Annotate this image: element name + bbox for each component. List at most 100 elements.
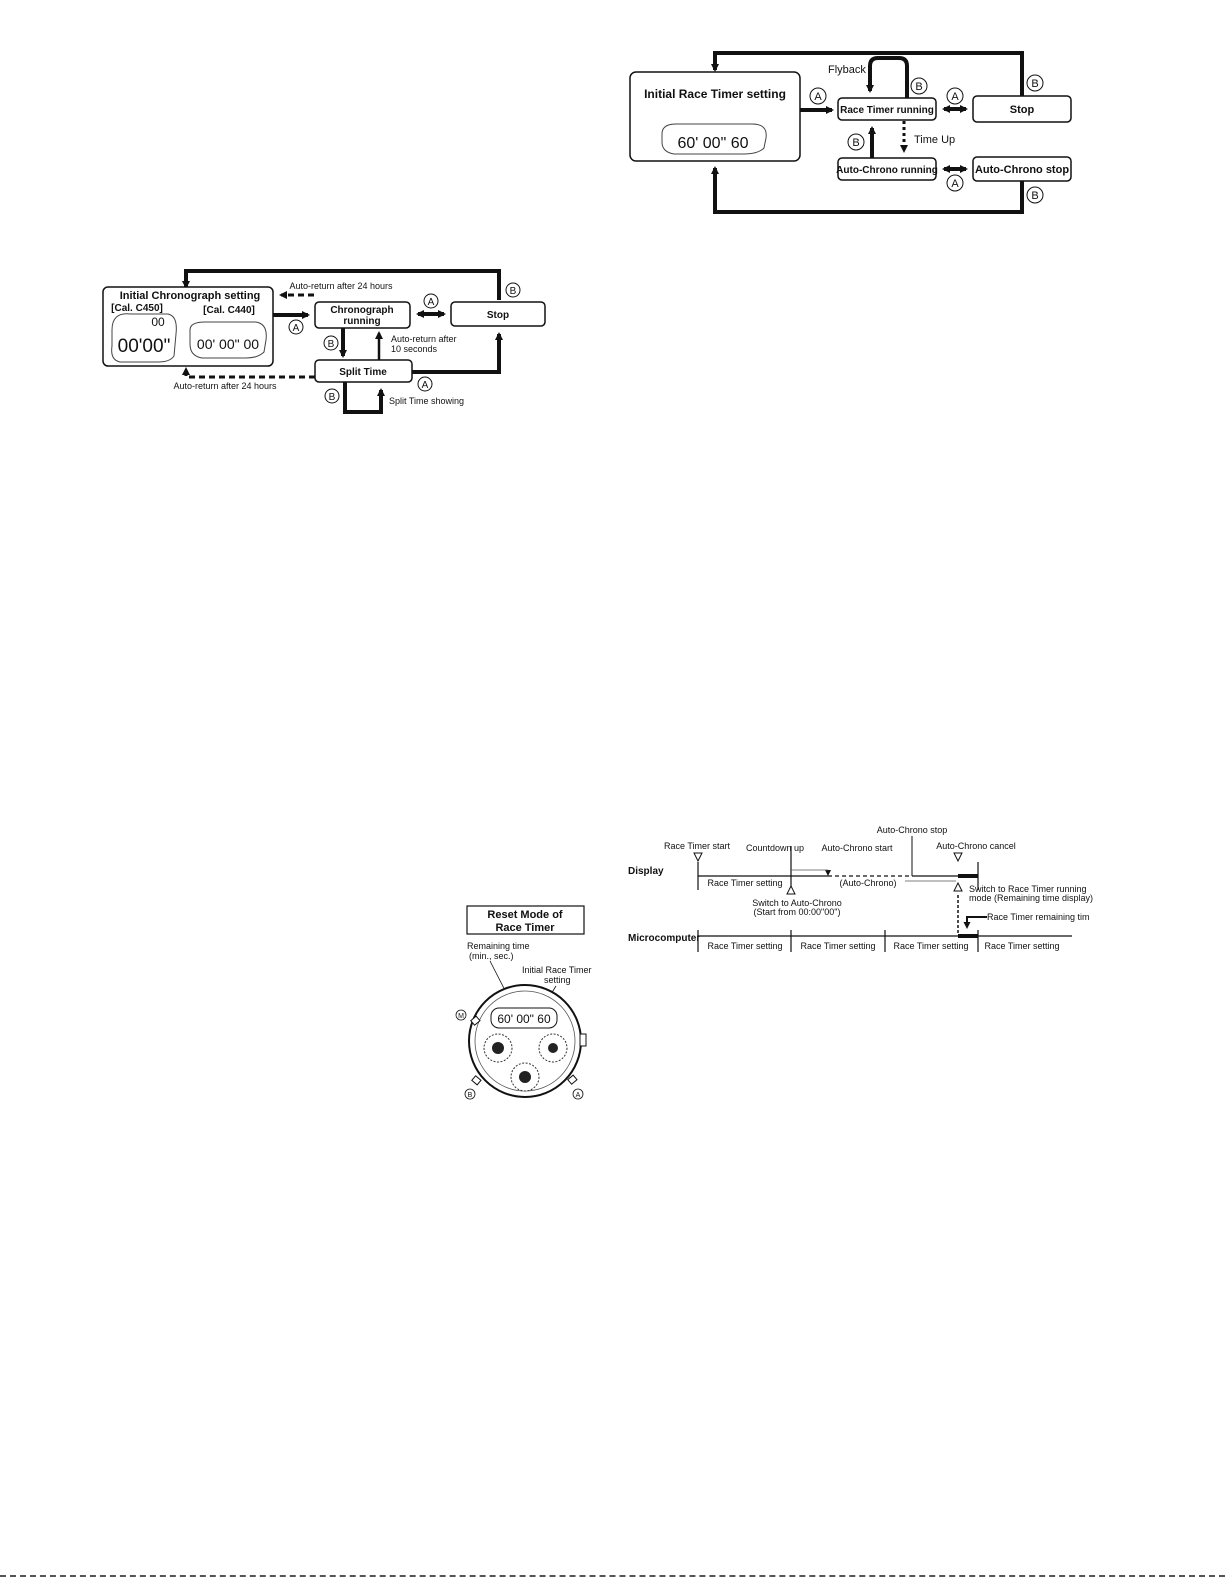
time-up-label: Time Up xyxy=(914,134,955,146)
autochrono-stop-to-initial-arrow xyxy=(711,166,1024,214)
remaining-time-label: Race Timer remaining tim xyxy=(987,912,1090,922)
bottom-subdial-center xyxy=(519,1071,531,1083)
stop-box xyxy=(972,95,1072,123)
c450-lcd-frame xyxy=(111,313,177,363)
auto-chrono-stop-label: Auto-Chrono stop xyxy=(975,164,1069,176)
stop-to-initial-arrow xyxy=(711,51,1024,96)
race-lcd: 60' 00" 60 xyxy=(677,135,748,152)
race-timer-running-box xyxy=(837,97,937,121)
auto-chrono-stop-label: Auto-Chrono stop xyxy=(877,825,948,835)
auto-chrono-cancel-marker xyxy=(953,852,963,863)
timeline-diagram: Display Microcomputer Race Timer start C… xyxy=(628,825,1093,952)
auto-return-10s-l1: Auto-return after xyxy=(391,334,457,344)
split-time-showing: Split Time showing xyxy=(389,396,464,406)
chrono-running-l1: Chronograph xyxy=(330,305,393,316)
cal-c450-label: [Cal. C450] xyxy=(111,303,163,314)
flyback-label: Flyback xyxy=(828,64,866,76)
auto-return-24h-bottom: Auto-return after 24 hours xyxy=(173,381,277,391)
button-a-label: A xyxy=(951,178,959,190)
button-b-label: B xyxy=(510,286,517,297)
button-b-label: B xyxy=(329,392,336,403)
micro-seg-3: Race Timer setting xyxy=(893,941,968,951)
c440-lcd: 00' 00" 00 xyxy=(197,336,259,352)
split-time-label: Split Time xyxy=(339,367,387,378)
button-a-label: A xyxy=(814,91,822,103)
chrono-running-l2: running xyxy=(343,316,380,327)
c440-lcd-frame xyxy=(189,321,267,359)
button-m-label: M xyxy=(458,1013,464,1020)
auto-return-24h-top: Auto-return after 24 hours xyxy=(289,281,393,291)
micro-seg-1: Race Timer setting xyxy=(707,941,782,951)
button-b[interactable] xyxy=(471,1075,482,1086)
auto-chrono-start-marker xyxy=(825,870,831,876)
auto-chrono-running-label: Auto-Chrono running xyxy=(836,165,938,176)
stop-label: Stop xyxy=(1010,104,1035,116)
split-loop-arrow xyxy=(343,382,385,414)
button-a-label: A xyxy=(422,380,429,391)
button-b-label: B xyxy=(852,137,859,149)
button-m[interactable] xyxy=(470,1015,481,1026)
button-b-label: B xyxy=(1031,190,1038,202)
auto-chrono-start-label: Auto-Chrono start xyxy=(821,843,893,853)
initial-race-title: Initial Race Timer setting xyxy=(644,87,786,101)
initial-setting-l1: Initial Race Timer xyxy=(522,965,592,975)
cal-c440-label: [Cal. C440] xyxy=(203,305,255,316)
button-a-label: A xyxy=(428,297,435,308)
c450-lcd-top: 00 xyxy=(151,315,165,329)
auto-chrono-cancel-label: Auto-Chrono cancel xyxy=(936,841,1016,851)
remaining-time-l2: (min., sec.) xyxy=(469,951,514,961)
micro-seg-2: Race Timer setting xyxy=(800,941,875,951)
left-subdial-center xyxy=(492,1042,504,1054)
button-a-label: A xyxy=(576,1092,581,1099)
microcomputer-row-label: Microcomputer xyxy=(628,933,700,944)
race-running-label: Race Timer running xyxy=(840,105,934,116)
display-row-label: Display xyxy=(628,866,664,877)
stop-to-initial-arrow xyxy=(182,269,501,300)
button-b-label: B xyxy=(1031,78,1038,90)
race-timer-start-marker xyxy=(693,852,703,863)
reset-mode-title-l1: Reset Mode of xyxy=(487,909,563,921)
remaining-time-arrow xyxy=(963,916,987,929)
watch-lcd-frame xyxy=(490,1007,558,1029)
button-b-label: B xyxy=(915,81,922,93)
button-a-label: A xyxy=(951,91,959,103)
split-to-stop-arrow xyxy=(412,332,503,374)
chronograph-running-box xyxy=(314,301,411,329)
auto-return-bottom-arrow xyxy=(182,367,315,379)
watch-crown xyxy=(579,1033,587,1047)
race-timer-state-diagram: B Initial Race Timer setting 60' 00" 60 … xyxy=(629,51,1072,214)
button-a[interactable] xyxy=(567,1074,578,1085)
button-b-label: B xyxy=(328,339,335,350)
switch-auto-marker xyxy=(786,884,796,895)
display-race-setting-label: Race Timer setting xyxy=(707,878,782,888)
bottom-cut-line xyxy=(0,1575,1225,1577)
switch-auto-l1: Switch to Auto-Chrono xyxy=(752,898,842,908)
switch-race-l1: Switch to Race Timer running xyxy=(969,884,1087,894)
race-lcd-frame xyxy=(661,123,767,155)
initial-setting-l2: setting xyxy=(544,975,571,985)
display-auto-chrono-label: (Auto-Chrono) xyxy=(839,878,896,888)
switch-race-l2: mode (Remaining time display) xyxy=(969,893,1093,903)
reset-mode-watch-figure: Reset Mode of Race Timer Remaining time … xyxy=(455,905,592,1100)
watch-lcd: 60' 00" 60 xyxy=(497,1012,551,1026)
button-a-label: A xyxy=(293,323,300,334)
stop-box xyxy=(450,301,546,327)
auto-chrono-running-box xyxy=(837,157,937,181)
stop-label: Stop xyxy=(487,310,509,321)
switch-auto-l2: (Start from 00:00"00") xyxy=(754,907,841,917)
micro-seg-4: Race Timer setting xyxy=(984,941,1059,951)
chronograph-state-diagram: Initial Chronograph setting [Cal. C450] … xyxy=(102,269,546,414)
reset-mode-title-l2: Race Timer xyxy=(495,922,555,934)
remaining-time-l1: Remaining time xyxy=(467,941,530,951)
button-b-label: B xyxy=(468,1092,473,1099)
countdown-up-label: Countdown up xyxy=(746,843,804,853)
switch-race-marker xyxy=(953,881,963,892)
c450-lcd-main: 00'00" xyxy=(118,336,171,357)
race-timer-start-label: Race Timer start xyxy=(664,841,731,851)
initial-chrono-title: Initial Chronograph setting xyxy=(120,290,261,302)
right-subdial-center xyxy=(548,1043,558,1053)
flyback-arrow xyxy=(866,56,909,98)
auto-return-10s-l2: 10 seconds xyxy=(391,344,438,354)
reset-mode-title-box xyxy=(466,905,585,935)
